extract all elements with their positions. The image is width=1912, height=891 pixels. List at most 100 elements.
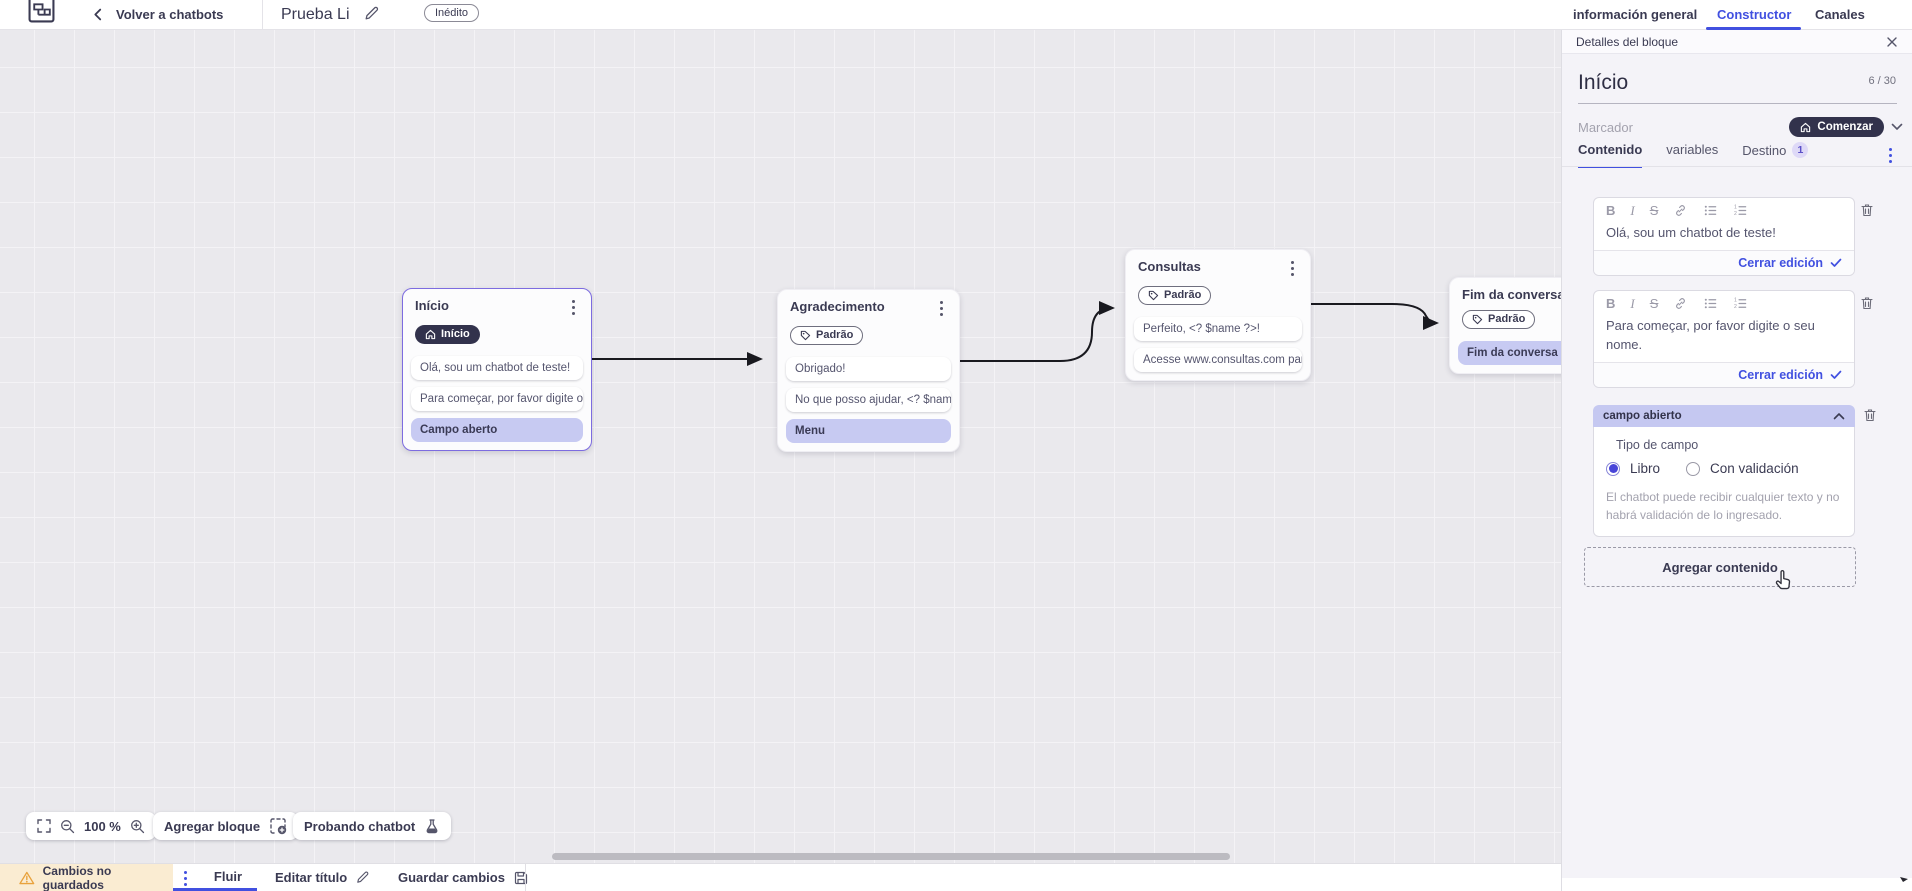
node-agradecimento[interactable]: Agradecimento Padrão Obrigado! No que po… bbox=[777, 289, 960, 452]
node-content-item[interactable]: No que posso ajudar, <? $name ... bbox=[786, 388, 951, 412]
wire-consultas-fim bbox=[1311, 303, 1439, 330]
add-content-button[interactable]: Agregar contenido bbox=[1584, 547, 1856, 587]
node-badge-default: Padrão bbox=[1462, 310, 1536, 329]
chevron-down-icon[interactable] bbox=[1891, 123, 1903, 131]
open-field-section: campo abierto Tipo de campo Libro Con va… bbox=[1593, 405, 1855, 537]
unsaved-changes-label: Cambios no guardados bbox=[42, 863, 112, 891]
close-edit-button[interactable]: Cerrar edición bbox=[1594, 249, 1854, 275]
italic-icon[interactable]: I bbox=[1630, 295, 1635, 311]
numbered-list-icon[interactable] bbox=[1733, 296, 1748, 311]
node-menu-icon[interactable] bbox=[936, 299, 947, 318]
open-field-title: campo abierto bbox=[1603, 410, 1682, 422]
app-logo-icon bbox=[28, 0, 55, 23]
bullet-list-icon[interactable] bbox=[1703, 296, 1718, 311]
italic-icon[interactable]: I bbox=[1630, 202, 1635, 218]
tab-fluir[interactable]: Fluir bbox=[173, 864, 257, 891]
flow-canvas[interactable]: Início Início Olá, sou um chatbot de tes… bbox=[0, 30, 1609, 863]
flow-tab-menu-icon[interactable] bbox=[180, 869, 191, 888]
tag-icon bbox=[800, 330, 811, 341]
field-type-options: Libro Con validación bbox=[1606, 461, 1842, 476]
panel-tabs-menu-icon[interactable] bbox=[1885, 146, 1896, 165]
flask-icon bbox=[424, 818, 440, 834]
node-content-item[interactable]: Perfeito, <? $name ?>! bbox=[1134, 317, 1302, 341]
delete-content-icon[interactable] bbox=[1859, 295, 1875, 311]
pencil-icon bbox=[355, 870, 370, 885]
block-name-input[interactable]: Início bbox=[1578, 71, 1629, 94]
save-changes-button[interactable]: Guardar cambios bbox=[398, 864, 529, 891]
back-to-chatbots-button[interactable]: Volver a chatbots bbox=[93, 0, 223, 29]
block-details-panel: Detalles del bloque Início 6 / 30 Marcad… bbox=[1561, 30, 1912, 891]
edit-flow-title-icon[interactable] bbox=[363, 5, 380, 22]
node-consultas[interactable]: Consultas Padrão Perfeito, <? $name ?>! … bbox=[1125, 249, 1311, 381]
message-text-input[interactable]: Olá, sou um chatbot de teste! bbox=[1606, 225, 1776, 240]
strikethrough-icon[interactable]: S bbox=[1649, 296, 1659, 311]
node-title: Consultas bbox=[1138, 259, 1201, 274]
zoom-controls: 100 % bbox=[26, 812, 156, 840]
radio-con-validacion-label[interactable]: Con validación bbox=[1710, 461, 1799, 476]
close-edit-button[interactable]: Cerrar edición bbox=[1594, 361, 1854, 387]
strikethrough-icon[interactable]: S bbox=[1649, 203, 1659, 218]
status-badge: Inédito bbox=[424, 4, 480, 22]
node-content-item-selected[interactable]: Campo aberto bbox=[411, 418, 583, 442]
save-icon bbox=[513, 870, 529, 886]
node-content-item-selected[interactable]: Menu bbox=[786, 419, 951, 443]
delete-content-icon[interactable] bbox=[1859, 202, 1875, 218]
marker-row: Marcador Comenzar bbox=[1578, 114, 1903, 140]
chevron-up-icon[interactable] bbox=[1833, 412, 1845, 420]
node-content-item[interactable]: Acesse www.consultas.com par... bbox=[1134, 348, 1302, 372]
fullscreen-icon[interactable] bbox=[37, 819, 51, 833]
close-panel-icon[interactable] bbox=[1886, 36, 1898, 48]
delete-content-icon[interactable] bbox=[1862, 407, 1878, 423]
tag-icon bbox=[1148, 290, 1159, 301]
canvas-horizontal-scrollbar[interactable] bbox=[552, 853, 1230, 860]
test-chatbot-button[interactable]: Probando chatbot bbox=[293, 812, 452, 840]
tab-destino[interactable]: Destino 1 bbox=[1742, 142, 1809, 167]
link-icon[interactable] bbox=[1673, 296, 1688, 311]
radio-libro-label[interactable]: Libro bbox=[1630, 461, 1661, 476]
zoom-out-icon[interactable] bbox=[60, 819, 75, 834]
char-counter: 6 / 30 bbox=[1868, 75, 1896, 87]
message-text-input[interactable]: Para começar, por favor digite o seu nom… bbox=[1606, 318, 1815, 352]
numbered-list-icon[interactable] bbox=[1733, 203, 1748, 218]
node-badge-default: Padrão bbox=[790, 326, 864, 345]
zoom-level: 100 % bbox=[84, 818, 121, 834]
unsaved-changes-banner: Cambios no guardados bbox=[0, 864, 173, 891]
marker-select[interactable]: Comenzar bbox=[1789, 117, 1884, 137]
tab-constructor[interactable]: Constructor bbox=[1717, 7, 1792, 22]
zoom-in-icon[interactable] bbox=[130, 819, 145, 834]
node-inicio[interactable]: Início Início Olá, sou um chatbot de tes… bbox=[402, 288, 592, 451]
richtext-toolbar: B I S bbox=[1594, 291, 1854, 316]
radio-con-validacion[interactable] bbox=[1686, 461, 1701, 476]
bullet-list-icon[interactable] bbox=[1703, 203, 1718, 218]
radio-libro[interactable] bbox=[1606, 461, 1620, 476]
top-bar: Volver a chatbots Prueba Li Inédito info… bbox=[0, 0, 1912, 30]
tab-canales[interactable]: Canales bbox=[1815, 7, 1865, 22]
panel-title: Detalles del bloque bbox=[1576, 34, 1679, 49]
node-content-item[interactable]: Para começar, por favor digite o ... bbox=[411, 387, 583, 411]
bottom-bar: Cambios no guardados Fluir Editar título… bbox=[0, 863, 1561, 891]
node-badge-default: Padrão bbox=[1138, 286, 1212, 305]
bold-icon[interactable]: B bbox=[1606, 203, 1616, 218]
tab-informacion-general[interactable]: información general bbox=[1573, 7, 1698, 22]
node-badge-start: Início bbox=[415, 325, 480, 344]
node-content-item[interactable]: Obrigado! bbox=[786, 357, 951, 381]
node-menu-icon[interactable] bbox=[568, 298, 579, 317]
node-content-item[interactable]: Olá, sou um chatbot de teste! bbox=[411, 356, 583, 380]
open-field-header[interactable]: campo abierto bbox=[1593, 405, 1855, 427]
add-block-button[interactable]: Agregar bloque bbox=[153, 812, 299, 840]
tag-icon bbox=[1472, 314, 1483, 325]
check-icon bbox=[1830, 370, 1842, 380]
node-menu-icon[interactable] bbox=[1287, 259, 1298, 278]
home-icon bbox=[425, 329, 436, 340]
add-block-label: Agregar bloque bbox=[164, 818, 261, 834]
edit-title-button[interactable]: Editar título bbox=[275, 864, 370, 891]
back-label: Volver a chatbots bbox=[116, 7, 224, 22]
link-icon[interactable] bbox=[1673, 203, 1688, 218]
panel-tabs: Contenido variables Destino 1 bbox=[1578, 142, 1809, 168]
tab-variables[interactable]: variables bbox=[1666, 142, 1719, 157]
bold-icon[interactable]: B bbox=[1606, 296, 1616, 311]
tab-contenido[interactable]: Contenido bbox=[1578, 142, 1643, 168]
field-helper-text: El chatbot puede recibir cualquier texto… bbox=[1606, 490, 1840, 522]
test-chatbot-label: Probando chatbot bbox=[304, 818, 416, 834]
